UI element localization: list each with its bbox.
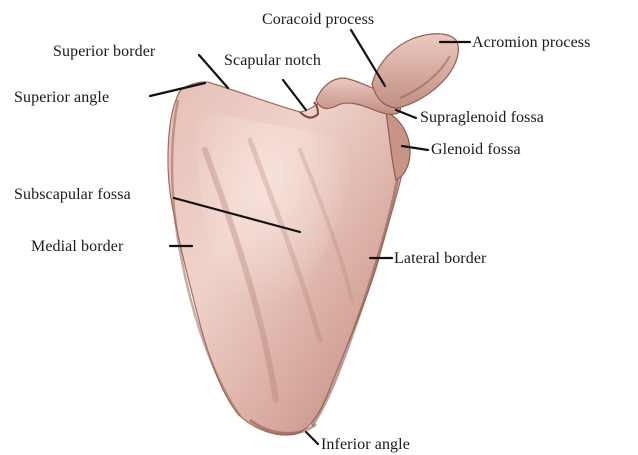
leader-scapular-notch xyxy=(283,80,306,110)
label-inferior-angle: Inferior angle xyxy=(321,436,410,454)
label-subscapular-fossa: Subscapular fossa xyxy=(14,186,131,204)
acromion-process xyxy=(372,34,458,108)
label-superior-angle: Superior angle xyxy=(14,89,109,107)
label-acromion-process: Acromion process xyxy=(472,34,590,52)
label-medial-border: Medial border xyxy=(31,238,123,256)
leader-inferior xyxy=(306,432,318,444)
label-coracoid-process: Coracoid process xyxy=(262,11,374,29)
label-glenoid-fossa: Glenoid fossa xyxy=(431,141,521,159)
label-scapular-notch: Scapular notch xyxy=(224,52,321,70)
label-supraglenoid-fossa: Supraglenoid fossa xyxy=(420,109,544,127)
leader-supraglenoid xyxy=(396,110,416,118)
label-lateral-border: Lateral border xyxy=(394,250,486,268)
leader-coracoid xyxy=(351,30,385,86)
label-superior-border: Superior border xyxy=(53,43,155,61)
